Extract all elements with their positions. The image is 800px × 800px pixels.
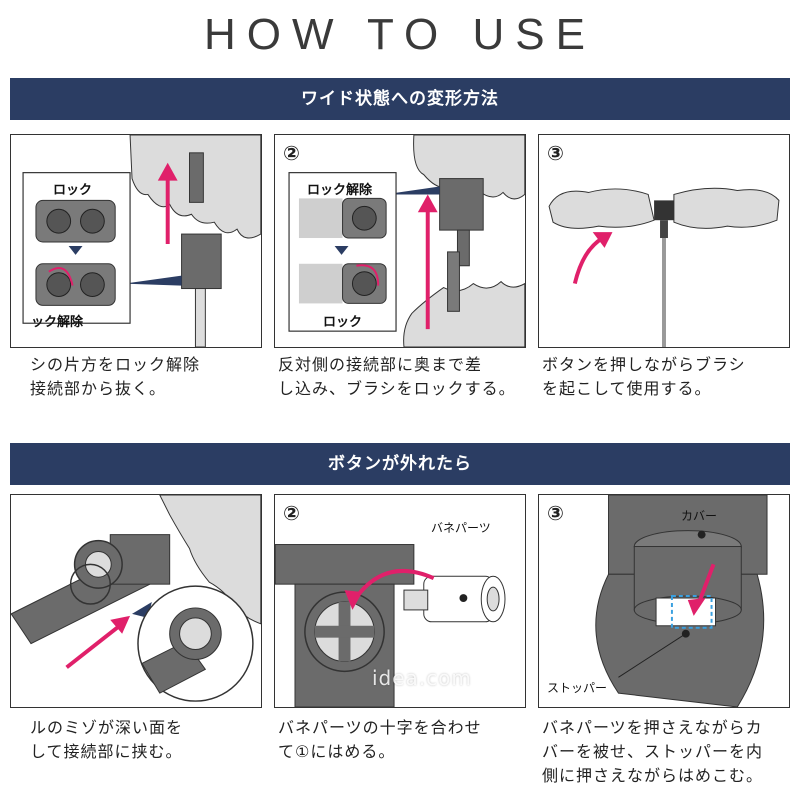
label-lock: ロック xyxy=(53,183,93,198)
label-stopper: ストッパー xyxy=(547,681,608,695)
illustration-spring-part xyxy=(275,544,506,707)
caption-step-2-3: バネパーツを押さえながらカ バーを被せ、ストッパーを内 側に押さえながらはめこむ… xyxy=(542,718,764,785)
caption-step-2-2: バネパーツの十字を合わせ て①にはめる。 xyxy=(278,718,482,761)
step-number: ③ xyxy=(547,141,564,165)
watermark: idea.com xyxy=(372,666,472,690)
illustration-cover-stopper xyxy=(595,495,768,707)
illustration-insert-brush xyxy=(288,135,525,347)
panel-step-1-3: ③ xyxy=(538,134,790,348)
panel-step-1-1: ロック ック解除 xyxy=(10,134,262,348)
label-lock: ロック xyxy=(323,315,363,330)
label-spring-part: バネパーツ xyxy=(431,521,491,535)
panel-step-2-3: ③ カバー ストッパー xyxy=(538,494,790,708)
page-title: HOW TO USE xyxy=(204,10,596,59)
section-banner-wide-transform: ワイド状態への変形方法 xyxy=(10,78,790,120)
caption-step-1-2: 反対側の接続部に奥まで差 し込み、ブラシをロックする。 xyxy=(278,355,516,398)
label-unlock: ロック解除 xyxy=(307,183,373,198)
label-cover: カバー xyxy=(681,509,718,523)
illustration-unlock-brush xyxy=(22,135,261,347)
illustration-wide-brush xyxy=(548,187,780,347)
caption-step-1-1: シの片方をロック解除 接続部から抜く。 xyxy=(30,355,201,398)
step-number: ② xyxy=(283,501,300,525)
step-number: ② xyxy=(283,141,300,165)
step-number: ③ xyxy=(547,501,564,525)
section-banner-button-off: ボタンが外れたら xyxy=(10,443,790,485)
caption-step-2-1: ルのミゾが深い面を して接続部に挟む。 xyxy=(30,718,184,761)
illustration-insert-part xyxy=(11,495,261,702)
caption-step-1-3: ボタンを押しながらブラシ を起こして使用する。 xyxy=(542,355,746,398)
label-unlock: ック解除 xyxy=(31,315,84,330)
panel-step-2-2: ② バネパーツ xyxy=(274,494,526,708)
panel-step-1-2: ② ロック解除 ロック xyxy=(274,134,526,348)
panel-step-2-1 xyxy=(10,494,262,708)
